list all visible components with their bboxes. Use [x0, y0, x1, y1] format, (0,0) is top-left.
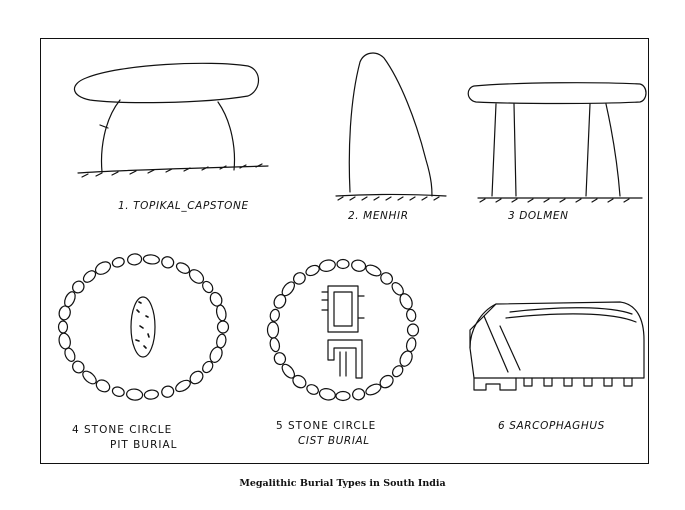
boulder: [318, 387, 336, 401]
boulder: [305, 383, 320, 396]
figure-caption: Megalithic Burial Types in South India: [0, 478, 685, 489]
boulder: [218, 321, 229, 333]
menhir-drawing: [336, 53, 446, 200]
boulder: [160, 385, 175, 399]
boulder: [351, 259, 367, 273]
boulder: [174, 378, 192, 394]
boulder: [364, 263, 382, 278]
boulder: [58, 305, 72, 321]
boulder: [269, 308, 280, 322]
label-cist-burial: CIST BURIAL: [298, 435, 370, 447]
topikal-capstone-drawing: [74, 63, 268, 177]
stone-circle-cist-drawing: [268, 259, 419, 402]
boulder: [405, 337, 417, 353]
label-menhir: 2. MENHIR: [348, 210, 409, 222]
boulder: [290, 373, 308, 390]
boulder: [144, 389, 159, 399]
boulder: [215, 304, 227, 322]
boulder: [126, 388, 143, 401]
boulder: [93, 259, 112, 277]
boulder: [175, 261, 192, 276]
boulder: [337, 260, 349, 269]
boulder: [127, 253, 142, 265]
boulder: [405, 308, 416, 322]
boulder: [304, 263, 321, 277]
boulder: [408, 324, 419, 336]
boulder: [318, 259, 336, 273]
boulder: [160, 255, 175, 269]
label-stone-circle-4: 4 STONE CIRCLE: [72, 424, 172, 436]
boulder: [111, 386, 125, 398]
label-topikal-capstone: 1. TOPIKAL_CAPSTONE: [118, 200, 249, 212]
boulder: [81, 369, 99, 386]
boulder: [111, 256, 125, 268]
boulder: [269, 337, 281, 353]
boulder: [352, 388, 366, 401]
boulder: [143, 254, 160, 265]
sarcophagus-drawing: [470, 302, 644, 390]
boulder: [268, 322, 279, 338]
label-pit-burial: PIT BURIAL: [110, 439, 178, 451]
dolmen-drawing: [468, 83, 646, 202]
stone-circle-pit-drawing: [58, 253, 229, 401]
boulder: [58, 332, 72, 350]
label-sarcophagus: 6 SARCOPHAGHUS: [498, 420, 605, 432]
boulder: [94, 378, 112, 395]
label-stone-circle-5: 5 STONE CIRCLE: [276, 420, 376, 432]
boulder: [59, 321, 68, 333]
boulder: [336, 392, 350, 401]
boulder: [390, 281, 406, 298]
label-dolmen: 3 DOLMEN: [508, 210, 569, 222]
